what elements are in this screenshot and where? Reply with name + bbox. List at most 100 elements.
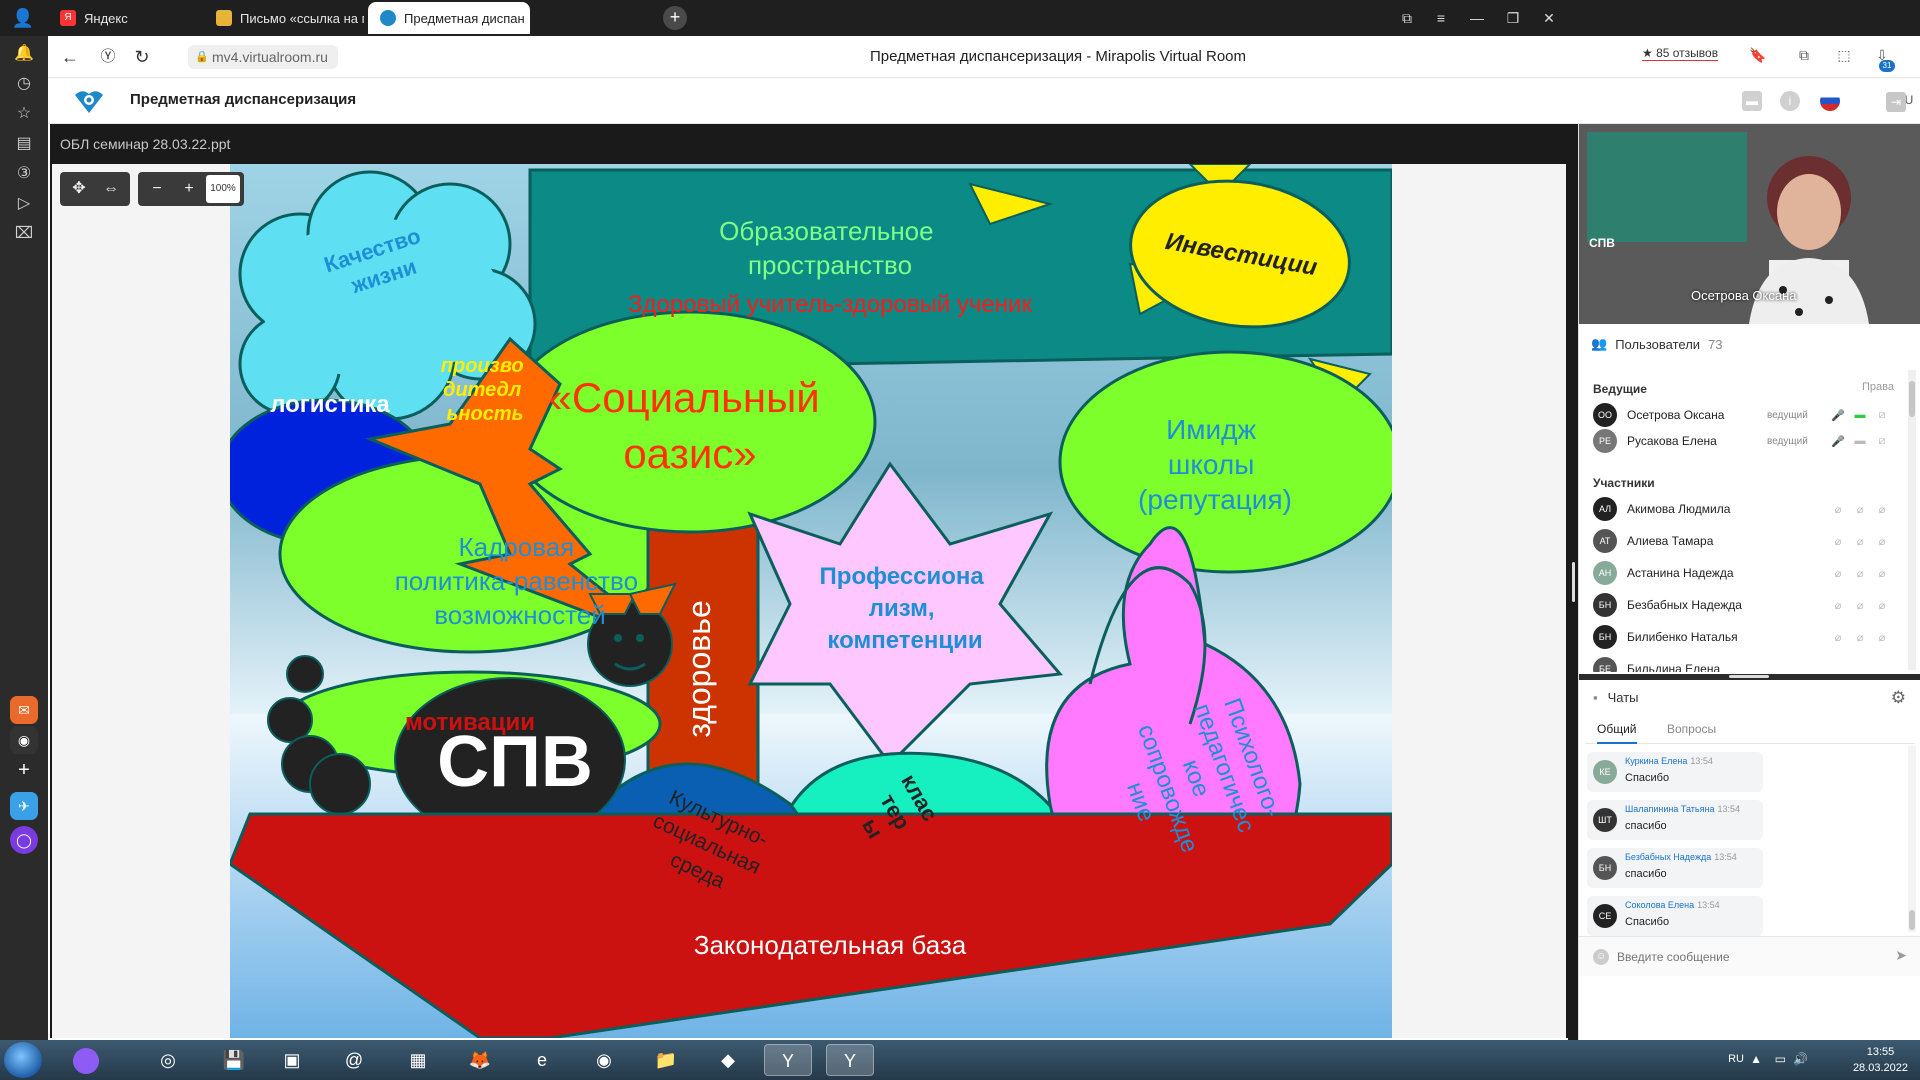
screen-share-icon[interactable]: ⌀ — [1878, 503, 1886, 516]
user-row[interactable]: БЕ Бильдина Елена — [1593, 656, 1893, 672]
maximize-icon[interactable]: ❐ — [1506, 10, 1520, 26]
user-row[interactable]: АН Астанина Надежда ⌀⌀⌀ — [1593, 560, 1893, 586]
zoom-in-button[interactable]: + — [184, 180, 194, 197]
emoji-icon[interactable]: ☺ — [1593, 949, 1609, 965]
screen-share-icon[interactable]: ⌀ — [1878, 599, 1886, 612]
tray-arrow-icon[interactable]: ▲ — [1750, 1052, 1762, 1066]
info-icon[interactable]: i — [1780, 91, 1800, 111]
close-window-icon[interactable]: ✕ — [1543, 10, 1555, 26]
microphone-icon[interactable]: 🎤 — [1831, 409, 1845, 422]
ie-icon[interactable]: e — [536, 1050, 547, 1070]
camera-off-icon[interactable]: ▬ — [1854, 435, 1866, 447]
input-language[interactable]: RU — [1728, 1053, 1744, 1065]
history-icon[interactable]: ◷ — [17, 75, 31, 92]
messenger-app-icon[interactable]: ✈ — [10, 792, 38, 820]
chrome-icon[interactable]: ◉ — [596, 1050, 612, 1070]
user-row[interactable]: РЕ Русакова Елена ведущий 🎤 ▬ ⧄ — [1593, 428, 1893, 454]
calculator-icon[interactable]: ▦ — [409, 1050, 427, 1070]
notes-icon[interactable]: ▤ — [16, 135, 32, 152]
screen-share-icon[interactable]: ⧄ — [1878, 408, 1886, 421]
screen-share-icon[interactable]: ⌀ — [1878, 535, 1886, 548]
move-icon[interactable]: ✥ — [72, 180, 86, 197]
message-author[interactable]: Куркина Елена — [1625, 756, 1688, 766]
gear-icon[interactable]: ⚙ — [1890, 688, 1906, 707]
yandex-browser-icon[interactable]: Y — [826, 1044, 874, 1076]
chrome-app-icon[interactable]: ◉ — [10, 726, 38, 754]
microphone-icon[interactable]: ⌀ — [1834, 599, 1842, 612]
speaker-video[interactable]: СПВ Осетрова Оксана — [1579, 124, 1920, 324]
tab-yandex[interactable]: Я Яндекс — [48, 2, 198, 34]
user-row[interactable]: ОО Осетрова Оксана ведущий 🎤 ▬ ⧄ — [1593, 402, 1893, 428]
zoom-level[interactable]: 100% — [206, 175, 240, 203]
downloads-icon[interactable]: ⇩ — [1876, 47, 1888, 63]
reviews-link[interactable]: ★ 85 отзывов — [1642, 46, 1719, 61]
user-row[interactable]: БН Билибенко Наталья ⌀⌀⌀ — [1593, 624, 1893, 650]
screen-share-icon[interactable]: ⌀ — [1878, 567, 1886, 580]
screen-share-icon[interactable]: ⧄ — [1878, 434, 1886, 447]
tab-mail[interactable]: Письмо «ссылка на подкл — [204, 2, 364, 34]
tab-questions[interactable]: Вопросы — [1667, 722, 1717, 736]
counter-icon[interactable]: ③ — [16, 165, 32, 182]
menu-icon[interactable]: ≡ — [1436, 10, 1446, 26]
microphone-icon[interactable]: ⌀ — [1834, 567, 1842, 580]
user-row[interactable]: БН Безбабных Надежда ⌀⌀⌀ — [1593, 592, 1893, 618]
new-tab-button[interactable]: + — [663, 6, 687, 30]
volume-icon[interactable]: 🔊 — [1793, 1052, 1808, 1066]
send-icon[interactable]: ➤ — [1895, 947, 1907, 963]
extension-icon[interactable]: ⬚ — [1837, 47, 1851, 63]
user-row[interactable]: АЛ Акимова Людмила ⌀⌀⌀ — [1593, 496, 1893, 522]
camera-icon[interactable]: ⌀ — [1856, 503, 1864, 516]
folder-icon[interactable]: ▬ — [1742, 91, 1762, 111]
message-author[interactable]: Соколова Елена — [1625, 900, 1695, 910]
url-field[interactable]: 🔒 mv4.virtualroom.ru — [188, 45, 338, 69]
message-author[interactable]: Безбабных Надежда — [1625, 852, 1712, 862]
firefox-icon[interactable]: 🦊 — [468, 1050, 492, 1070]
chat-scrollbar[interactable] — [1908, 746, 1916, 932]
camera-icon[interactable]: ⌀ — [1856, 567, 1864, 580]
play-icon[interactable]: ▷ — [17, 195, 31, 212]
yandex-home-icon[interactable]: Ⓨ — [100, 48, 116, 65]
presentation-app-icon[interactable]: ▣ — [283, 1050, 301, 1070]
explorer-folder-icon[interactable]: 📁 — [654, 1050, 678, 1070]
users-scrollbar[interactable] — [1908, 370, 1916, 670]
yandex-browser-icon[interactable]: Y — [764, 1044, 812, 1076]
fit-icon[interactable]: ⇔ — [103, 180, 119, 197]
back-icon[interactable]: ← — [61, 47, 79, 67]
camera-icon[interactable]: ⌀ — [1856, 535, 1864, 548]
microphone-icon[interactable]: ⌀ — [1834, 535, 1842, 548]
message-input[interactable] — [1617, 945, 1877, 969]
plus-icon[interactable]: + — [18, 759, 30, 781]
mail-app-icon[interactable]: ✉ — [10, 696, 38, 724]
media-icon[interactable]: ◆ — [721, 1050, 735, 1070]
zoom-out-button[interactable]: − — [152, 180, 162, 197]
network-icon[interactable]: ▭ — [1774, 1052, 1786, 1066]
globe-app-icon[interactable]: ◎ — [160, 1050, 176, 1070]
russian-flag-icon[interactable] — [1820, 91, 1840, 111]
tab-active-room[interactable]: Предметная диспан ✕ — [368, 2, 530, 34]
microphone-icon[interactable]: ⌀ — [1834, 503, 1842, 516]
camera-icon[interactable]: ⌀ — [1856, 599, 1864, 612]
star-icon[interactable]: ☆ — [16, 105, 32, 122]
user-row[interactable]: АТ Алиева Тамара ⌀⌀⌀ — [1593, 528, 1893, 554]
bell-icon[interactable]: 🔔 — [14, 45, 34, 62]
alice-app-icon[interactable]: ◯ — [10, 826, 38, 854]
profile-icon[interactable]: 👤 — [11, 8, 35, 28]
camera-icon[interactable]: ⌀ — [1856, 631, 1864, 644]
message-author[interactable]: Шалапинина Татьяна — [1625, 804, 1715, 814]
start-button[interactable] — [4, 1042, 42, 1078]
exit-icon[interactable]: ⇥ — [1886, 92, 1906, 112]
screen-share-icon[interactable]: ⌀ — [1878, 631, 1886, 644]
screenshot-icon[interactable]: ⌧ — [14, 225, 34, 242]
collections-icon[interactable]: ⧉ — [1799, 47, 1809, 63]
microphone-muted-icon[interactable]: 🎤 — [1831, 435, 1845, 448]
chat-scrollbar-thumb[interactable] — [1909, 910, 1915, 930]
users-scrollbar-thumb[interactable] — [1909, 381, 1915, 417]
alice-icon[interactable] — [62, 1044, 110, 1076]
divider-grip[interactable] — [1572, 562, 1575, 602]
clock[interactable]: 13:55 28.03.2022 — [1853, 1044, 1908, 1076]
camera-icon[interactable]: ▬ — [1854, 409, 1866, 421]
reload-icon[interactable]: ↻ — [134, 47, 150, 67]
tab-general[interactable]: Общий — [1597, 722, 1637, 744]
microphone-icon[interactable]: ⌀ — [1834, 631, 1842, 644]
bookmark-icon[interactable]: 🔖 — [1749, 47, 1767, 63]
